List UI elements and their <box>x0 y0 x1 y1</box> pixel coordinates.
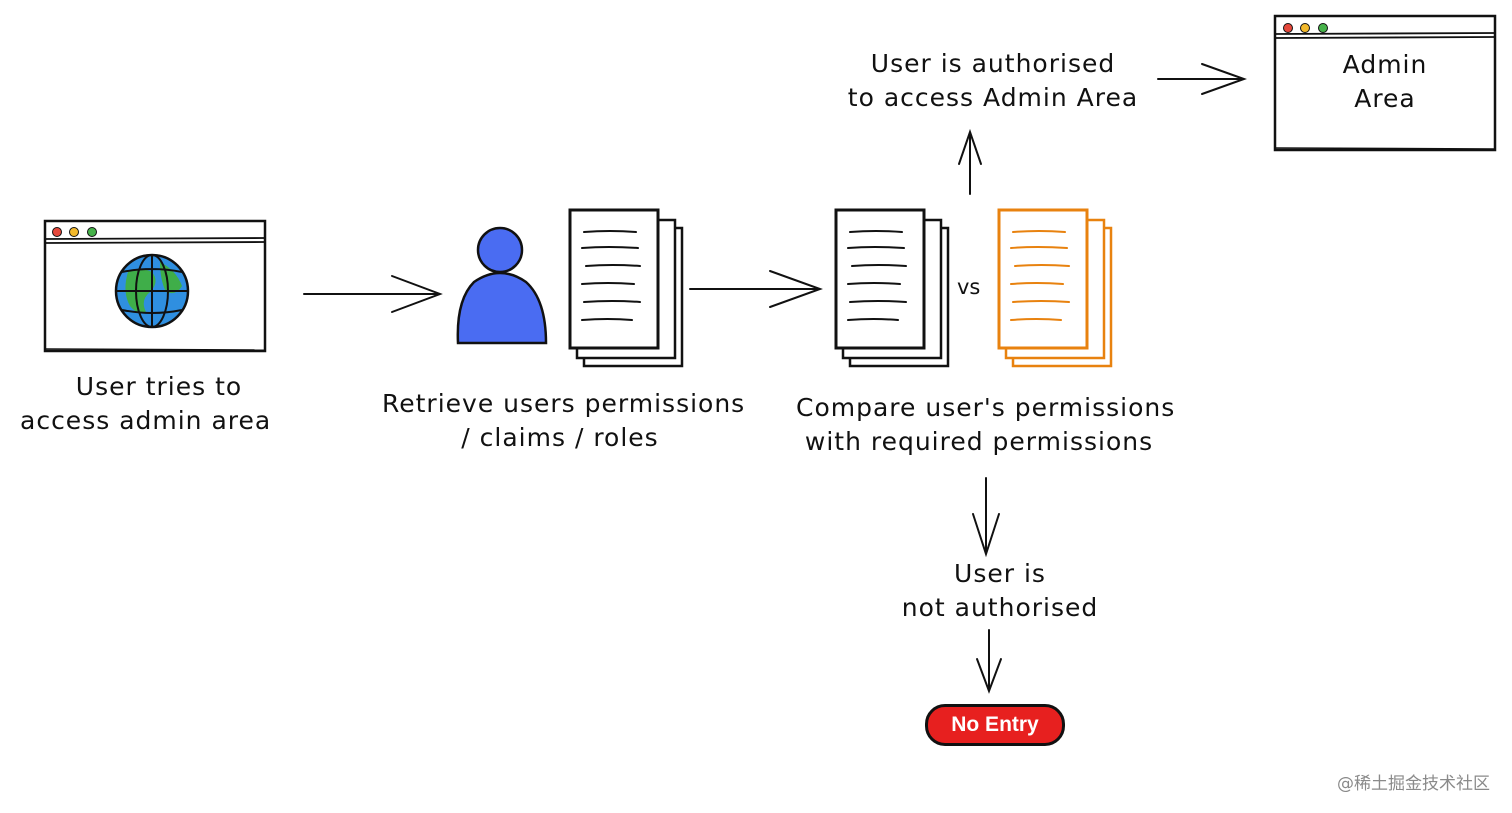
step-retrieve-line-1: Retrieve users permissions <box>382 389 746 418</box>
step-user-tries-line-1: User tries to <box>75 372 243 401</box>
user-avatar-icon <box>456 226 548 345</box>
arrow-down-to-not-authorised <box>972 477 1000 558</box>
step-compare-line-2: with required permissions <box>804 427 1154 456</box>
admin-area-label: Admin Area <box>1275 48 1495 116</box>
step-compare-line-1: Compare user's permissions <box>796 393 1176 422</box>
browser-window-icon <box>43 219 267 353</box>
step-authorised-line-1: User is authorised <box>870 49 1116 78</box>
arrow-to-retrieve <box>303 275 443 313</box>
globe-icon <box>114 253 190 329</box>
step-authorised-label: User is authorised to access Admin Area <box>838 47 1148 115</box>
arrow-to-compare <box>689 270 823 308</box>
watermark: @稀土掘金技术社区 <box>1337 774 1490 794</box>
arrow-up-to-authorised <box>958 128 982 195</box>
admin-area-line-2: Area <box>1354 84 1416 113</box>
step-user-tries-label: User tries to access admin area <box>20 370 270 438</box>
step-not-authorised-line-1: User is <box>954 559 1046 588</box>
arrow-down-to-no-entry <box>976 629 1002 694</box>
step-not-authorised-label: User is not authorised <box>890 557 1110 625</box>
no-entry-badge: No Entry <box>925 704 1065 746</box>
step-compare-label: Compare user's permissions with required… <box>796 391 1176 459</box>
step-retrieve-label: Retrieve users permissions / claims / ro… <box>382 387 746 455</box>
step-user-tries-line-2: access admin area <box>20 406 272 435</box>
required-permissions-document-icon <box>997 208 1113 368</box>
arrow-to-admin-area <box>1157 63 1247 95</box>
document-stack-icon <box>568 208 684 368</box>
step-retrieve-line-2: / claims / roles <box>461 423 659 452</box>
vs-label: vs <box>957 275 981 299</box>
step-authorised-line-2: to access Admin Area <box>847 83 1139 112</box>
step-not-authorised-line-2: not authorised <box>901 593 1099 622</box>
admin-window-icon <box>1273 14 1497 152</box>
admin-area-line-1: Admin <box>1342 50 1428 79</box>
document-stack-icon <box>834 208 950 368</box>
